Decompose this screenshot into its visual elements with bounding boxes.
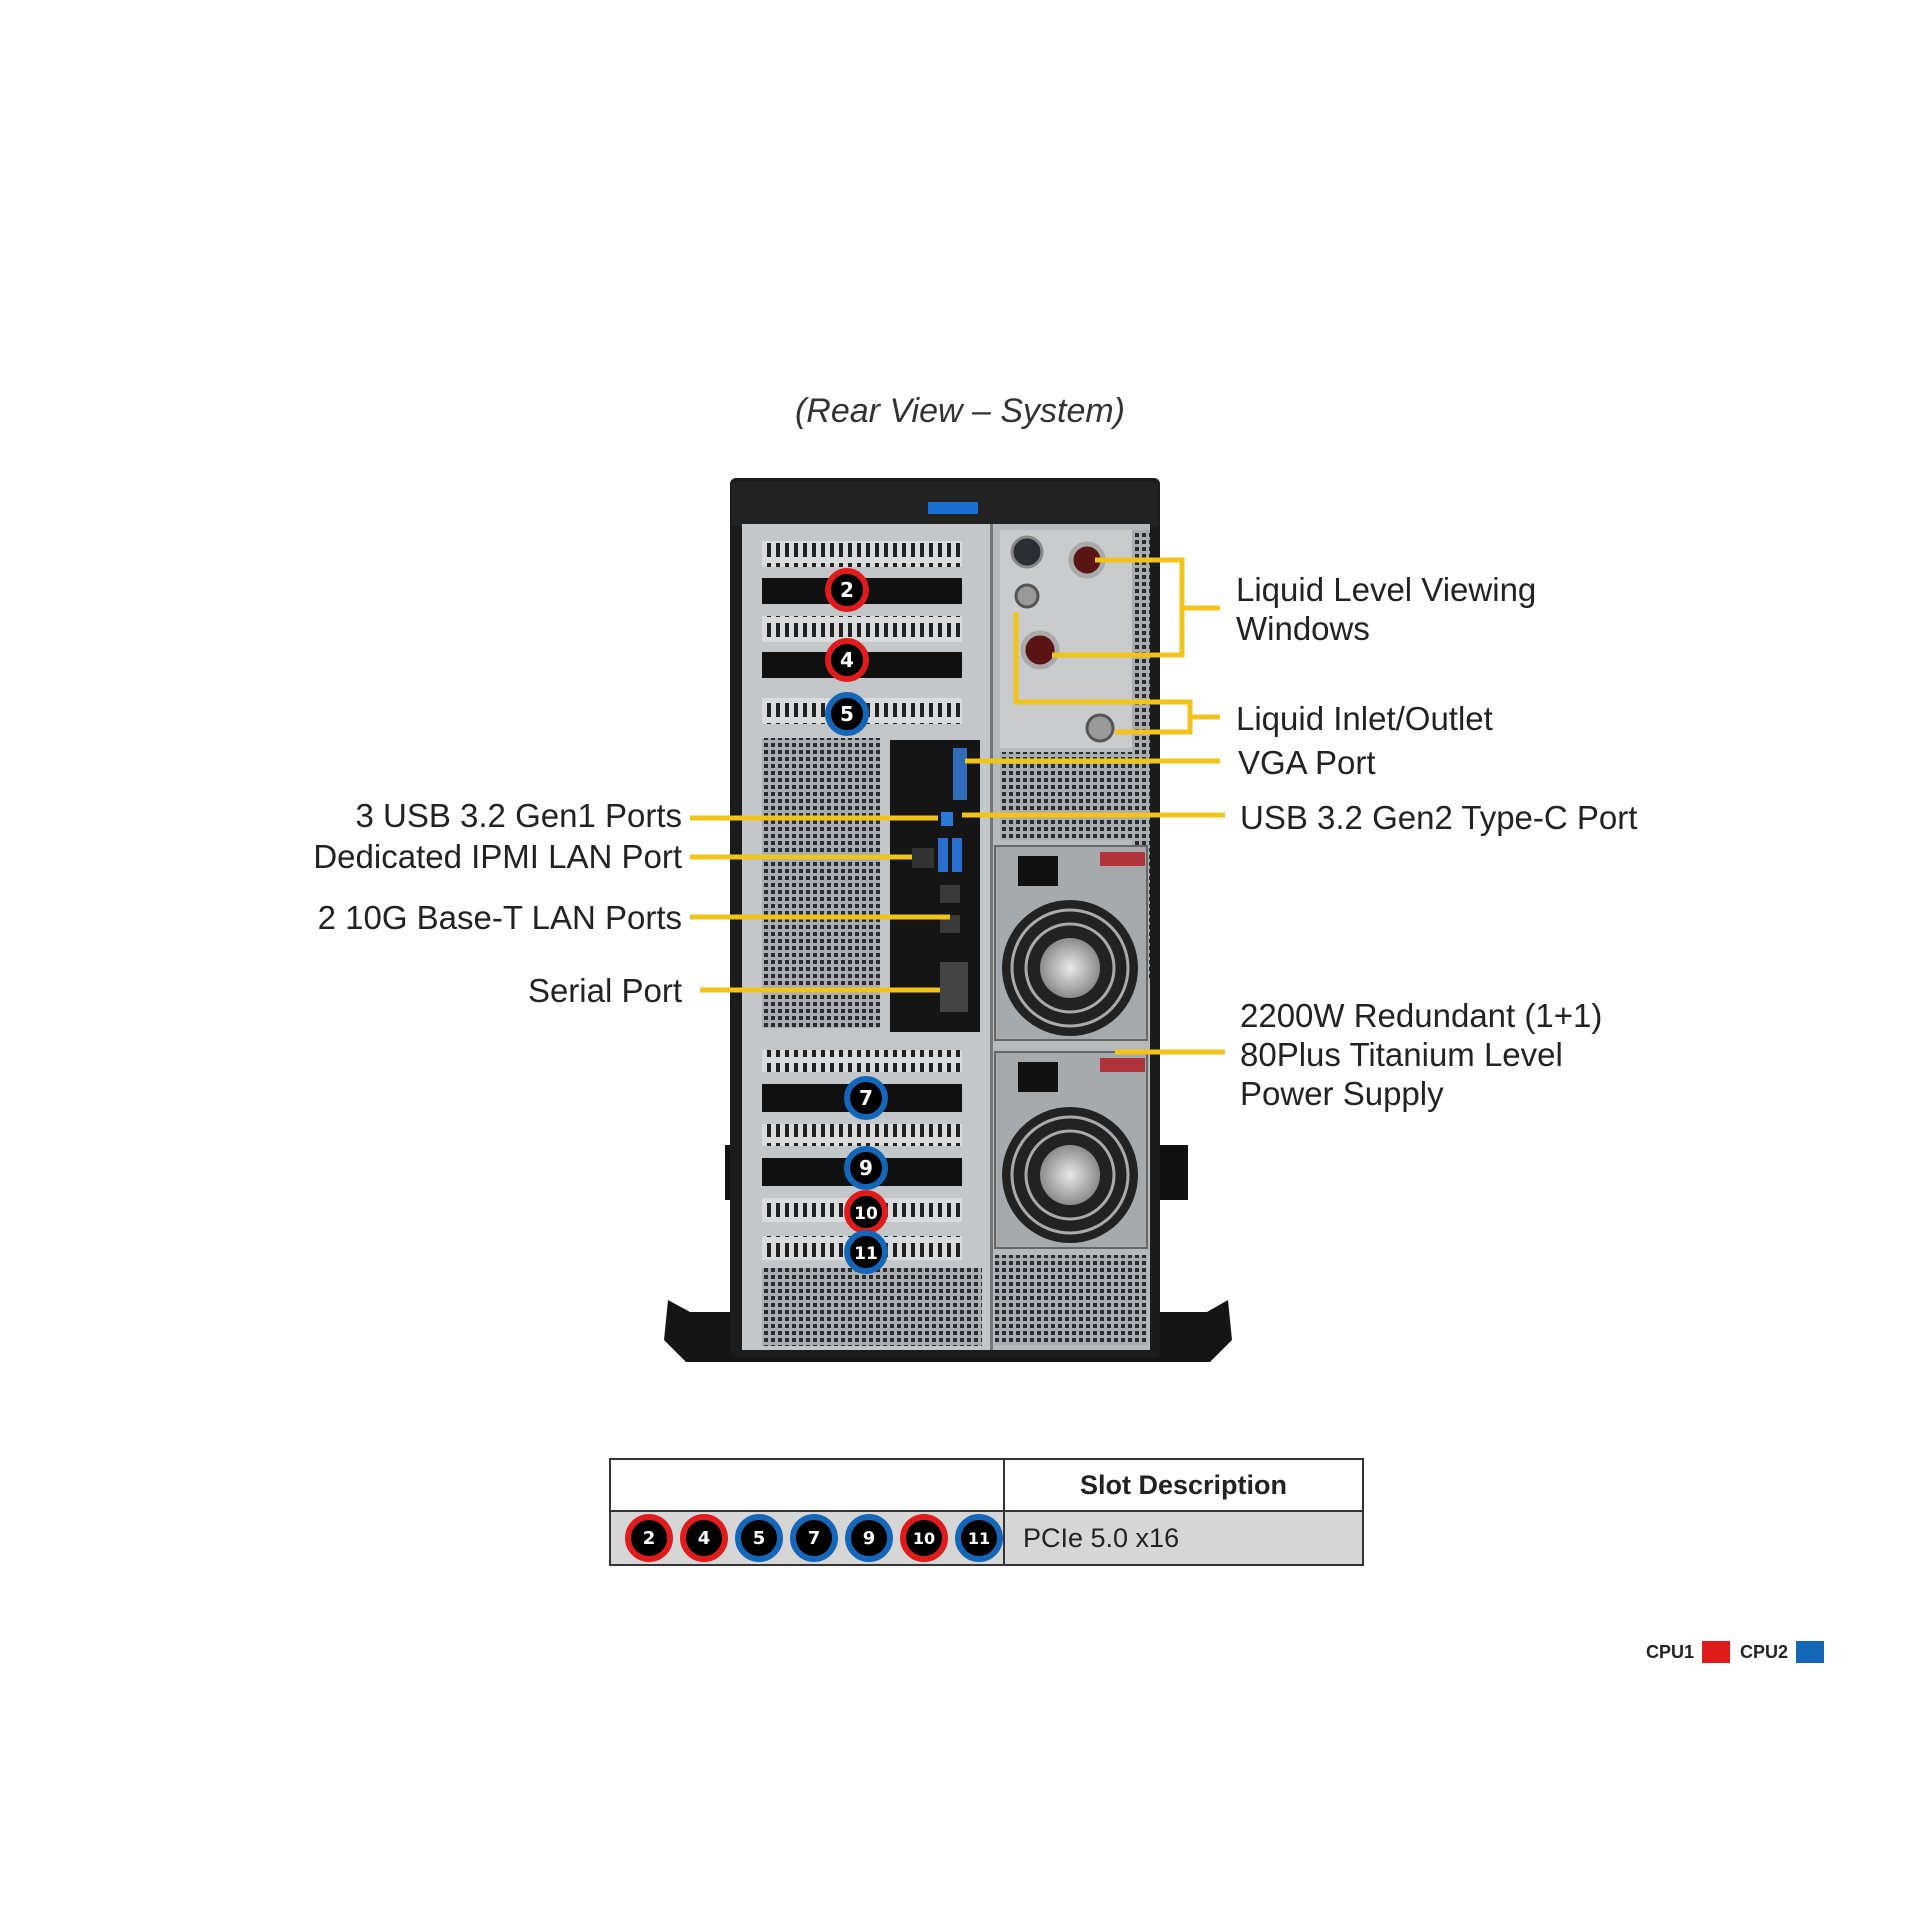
label-usb-type-c-port: USB 3.2 Gen2 Type-C Port [1240, 799, 1638, 836]
slot-marker-2-label: 2 [840, 578, 854, 602]
slot-marker-5-label: 5 [840, 702, 854, 726]
label-10g-lan-ports: 2 10G Base-T LAN Ports [317, 899, 682, 936]
table-cell-description: PCIe 5.0 x16 [1003, 1510, 1364, 1566]
table-header-row: Slot Description [609, 1458, 1364, 1512]
slot-badge-10: 10 [900, 1514, 948, 1562]
label-ipmi-lan-port: Dedicated IPMI LAN Port [313, 838, 682, 875]
lan-10g-port-a [940, 885, 960, 903]
slot-marker-10-label: 10 [854, 1204, 878, 1224]
top-indicator [928, 502, 978, 514]
slot-number-markers: 2 4 5 7 9 10 11 [825, 568, 888, 1274]
slot-marker-7 [844, 1076, 888, 1120]
slot-badge-2: 2 [625, 1514, 673, 1562]
label-liquid-level-viewing-windows: Liquid Level Viewing Windows [1236, 570, 1536, 648]
label-line-1: 2200W Redundant (1+1) [1240, 997, 1603, 1034]
slot-badge-4: 4 [680, 1514, 728, 1562]
legend-cpu1-swatch [1702, 1641, 1731, 1663]
liquid-outlet-fitting [1085, 713, 1115, 743]
label-power-supply: 2200W Redundant (1+1) 80Plus Titanium Le… [1240, 996, 1602, 1113]
vga-port [953, 748, 967, 800]
label-line-2: Windows [1236, 610, 1370, 647]
label-usb-gen1-ports: 3 USB 3.2 Gen1 Ports [355, 797, 682, 834]
slot-marker-2 [825, 568, 869, 612]
label-liquid-inlet-outlet: Liquid Inlet/Outlet [1236, 700, 1493, 737]
left-mesh-vent [762, 738, 880, 1028]
psu-2 [994, 1051, 1148, 1345]
usb-gen1-ports [938, 838, 948, 872]
slot-marker-9-label: 9 [859, 1156, 873, 1180]
ipmi-lan-port [912, 848, 934, 868]
label-line-3: Power Supply [1240, 1075, 1444, 1112]
diagram-caption: (Rear View – System) [794, 392, 1126, 430]
slot-marker-5 [825, 692, 869, 736]
slot-marker-11-label: 11 [854, 1244, 878, 1264]
table-header-empty [609, 1458, 1005, 1512]
slot-marker-11 [844, 1230, 888, 1274]
slot-badge-11: 11 [955, 1514, 1003, 1562]
viewing-window-2 [1020, 630, 1060, 670]
slot-badge-9: 9 [845, 1514, 893, 1562]
usb-type-c-port [941, 812, 953, 826]
legend-cpu2-swatch [1796, 1641, 1825, 1663]
leader-liquid-level [1052, 557, 1220, 658]
legend-cpu2-label: CPU2 [1740, 1641, 1789, 1662]
label-serial-port: Serial Port [527, 972, 682, 1009]
callout-leader-lines [690, 557, 1225, 1055]
fitting-dark [1010, 535, 1044, 569]
slot-marker-4 [825, 638, 869, 682]
slot-badge-7: 7 [790, 1514, 838, 1562]
table-header-slot-description: Slot Description [1003, 1458, 1364, 1512]
liquid-inlet-fitting [1014, 583, 1040, 609]
label-vga-port: VGA Port [1238, 744, 1376, 781]
label-line-2: 80Plus Titanium Level [1240, 1036, 1563, 1073]
io-panel [890, 740, 980, 1032]
slot-marker-7-label: 7 [859, 1086, 873, 1110]
serial-port [940, 962, 968, 1012]
leader-liquid-inlet [1013, 612, 1220, 735]
slot-badge-5: 5 [735, 1514, 783, 1562]
label-line-1: Liquid Level Viewing [1236, 571, 1537, 608]
legend-cpu1-label: CPU1 [1646, 1641, 1695, 1662]
slot-marker-9 [844, 1146, 888, 1190]
cpu-legend: CPU1 CPU2 [1646, 1641, 1834, 1663]
psu-1 [994, 845, 1148, 1041]
slot-marker-4-label: 4 [840, 648, 854, 672]
